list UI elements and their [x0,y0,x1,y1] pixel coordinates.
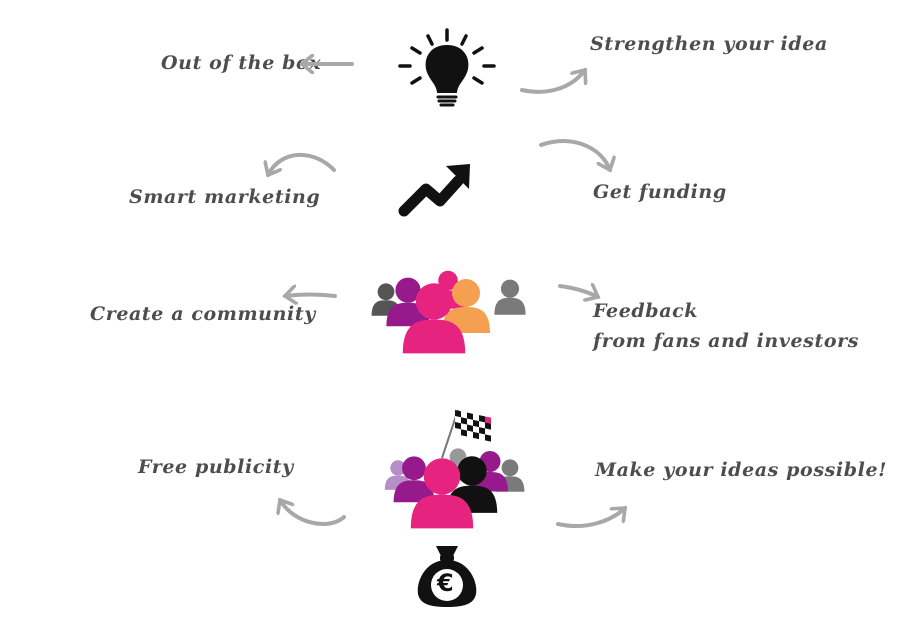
label-feedback: Feedback [593,300,699,322]
community-people-icon [371,270,526,354]
label-strengthen-your-idea: Strengthen your idea [590,33,828,55]
arrow-to-make-possible [556,506,625,529]
label-out-of-the-box: Out of the box [161,52,322,74]
euro-money-bag-icon [417,546,477,607]
trend-up-arrow-icon [398,164,470,217]
lightbulb-icon [398,28,496,107]
label-make-your-ideas-possible: Make your ideas possible! [595,459,888,481]
label-from-fans-and-investors: from fans and investors [593,330,860,352]
arrow-to-free-publicity [280,500,346,526]
crowd-icon [384,448,525,529]
label-free-publicity: Free publicity [138,456,294,478]
arrow-to-smart-marketing [268,152,336,175]
arrow-to-create-community [285,295,337,297]
arrow-to-get-funding [539,139,610,170]
arrow-to-strengthen [520,70,585,94]
label-get-funding: Get funding [593,181,727,203]
euro-symbol: € [437,569,455,597]
arrow-to-feedback [558,286,598,297]
checkered-flag-icon [441,409,491,459]
label-smart-marketing: Smart marketing [129,186,321,208]
label-create-a-community: Create a community [90,303,316,325]
